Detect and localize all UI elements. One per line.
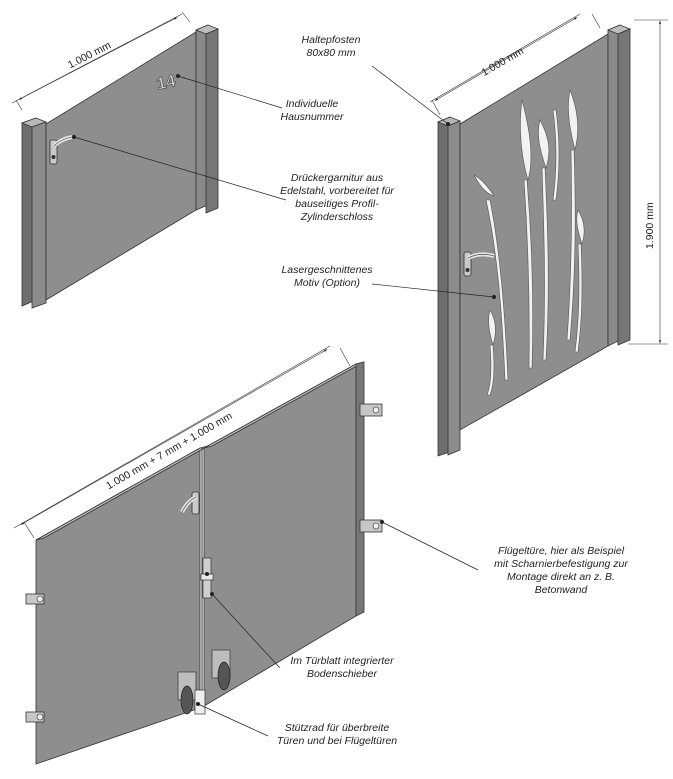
callout-hausnummer: Individuelle Hausnummer <box>262 98 362 124</box>
gate1-panel <box>45 31 197 301</box>
callout-fluegel-line-3: Montage direkt an z. B. <box>507 571 615 583</box>
callout-druecker-line-1: Drückergarnitur aus <box>290 172 384 184</box>
callout-stuetzrad-line-2: Türen und bei Flügeltüren <box>276 735 398 747</box>
callout-haltepfosten-line-1: Haltepfosten <box>301 34 361 46</box>
gate1-width-label: 1.000 mm <box>66 39 113 71</box>
hinge-left-top <box>25 593 45 605</box>
callout-motiv: Lasergeschnittenes Motiv (Option) <box>272 264 382 290</box>
hinge-right-top <box>359 403 383 417</box>
support-wheel-right <box>211 649 231 691</box>
callout-fluegel-line-2: mit Scharnierbefestigung zur <box>494 558 628 570</box>
callout-hausnummer-line-1: Individuelle <box>285 98 339 110</box>
callout-stuetzrad: Stützrad für überbreite Türen und bei Fl… <box>262 722 412 748</box>
leader-lines <box>73 65 495 737</box>
callout-druecker-line-3: bauseitiges Profil- <box>295 198 379 210</box>
callout-motiv-line-1: Lasergeschnittenes <box>281 264 373 276</box>
callout-haltepfosten: Haltepfosten 80x80 mm <box>286 34 376 60</box>
callout-bodenschieber-line-2: Bodenschieber <box>306 668 378 680</box>
hinge-right-bottom <box>359 519 383 533</box>
callout-druecker-line-4: Zylinderschloss <box>300 211 374 223</box>
callout-druecker: Drückergarnitur aus Edelstahl, vorbereit… <box>262 172 412 224</box>
gate2-panel <box>459 33 609 431</box>
callout-hausnummer-line-2: Hausnummer <box>280 111 344 123</box>
gate-1: 14 <box>20 24 220 309</box>
gate2-width-label: 1.000 mm <box>479 45 526 79</box>
gate2-height-dimension: 1.900 mm <box>628 19 668 345</box>
double-gate <box>25 361 384 765</box>
callout-fluegel-line-1: Flügeltüre, hier als Beispiel <box>497 545 625 557</box>
callout-druecker-line-2: Edelstahl, vorbereitet für <box>280 185 394 197</box>
floor-bolt <box>200 557 214 599</box>
callout-haltepfosten-line-2: 80x80 mm <box>306 47 356 59</box>
support-wheel-left <box>177 671 206 715</box>
callout-bodenschieber: Im Türblatt integrierter Bodenschieber <box>272 655 412 681</box>
callout-motiv-line-2: Motiv (Option) <box>294 277 360 289</box>
callout-bodenschieber-line-1: Im Türblatt integrierter <box>290 655 394 667</box>
callout-stuetzrad-line-1: Stützrad für überbreite <box>284 722 390 734</box>
gate2-handle <box>463 251 495 277</box>
gate1-handle <box>49 135 73 165</box>
callout-fluegel-line-4: Betonwand <box>534 584 588 596</box>
hinge-left-bottom <box>25 711 45 723</box>
callout-fluegel: Flügeltüre, hier als Beispiel mit Scharn… <box>476 545 646 597</box>
gate-2 <box>436 24 632 457</box>
laser-cut-reed-motif <box>473 88 585 396</box>
gate2-height-label: 1.900 mm <box>644 202 656 249</box>
